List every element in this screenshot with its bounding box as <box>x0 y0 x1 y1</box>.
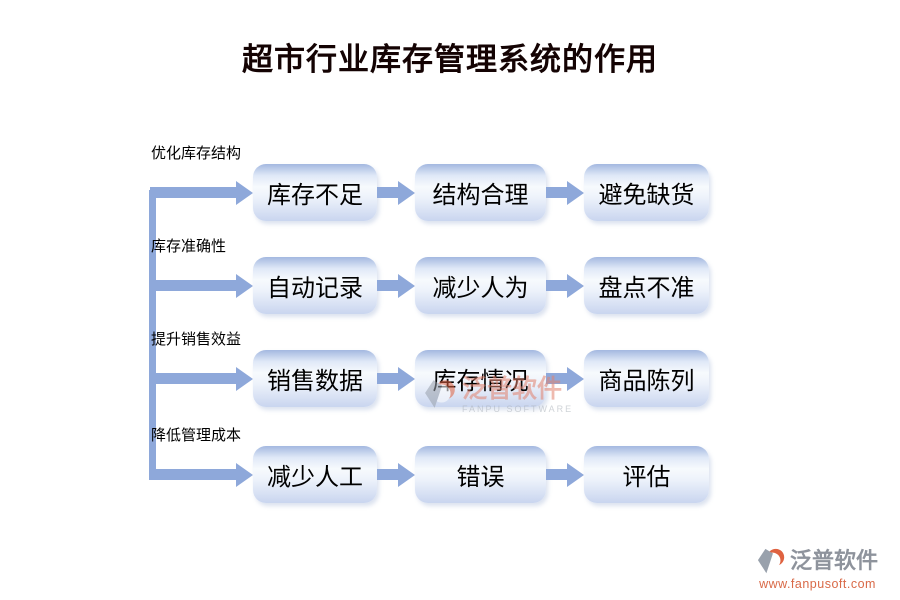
page-title: 超市行业库存管理系统的作用 <box>242 42 658 78</box>
flow-node: 自动记录 <box>253 257 377 314</box>
watermark-subtitle-text: FANPU SOFTWARE <box>462 404 574 414</box>
flow-node: 库存不足 <box>253 164 377 221</box>
arrow-right-icon <box>377 462 415 487</box>
row-label: 优化库存结构 <box>151 145 242 162</box>
footer-brand-name: 泛普软件 <box>790 547 879 573</box>
connector-vertical-line <box>149 190 156 480</box>
flow-node: 盘点不准 <box>584 257 709 314</box>
flow-node: 销售数据 <box>253 350 377 407</box>
flow-node: 减少人工 <box>253 446 377 503</box>
flow-node-label: 库存不足 <box>267 181 363 209</box>
flow-node: 商品陈列 <box>584 350 709 407</box>
arrow-right-icon <box>377 180 415 205</box>
flow-node: 结构合理 <box>415 164 546 221</box>
footer-brand-url: www.fanpusoft.com <box>759 577 876 591</box>
flow-node-label: 自动记录 <box>267 274 363 302</box>
flow-node: 评估 <box>584 446 709 503</box>
flow-node-label: 盘点不准 <box>598 274 695 302</box>
arrow-right-icon <box>150 366 253 391</box>
flow-node-label: 销售数据 <box>267 367 363 395</box>
arrow-right-icon <box>377 366 415 391</box>
footer-brand: 泛普软件 www.fanpusoft.com <box>757 546 878 591</box>
arrow-right-icon <box>546 366 584 391</box>
arrow-right-icon <box>150 462 253 487</box>
flow-node: 错误 <box>415 446 546 503</box>
arrow-right-icon <box>546 180 584 205</box>
arrow-right-icon <box>546 273 584 298</box>
flow-node: 减少人为 <box>415 257 546 314</box>
arrow-right-icon <box>150 180 253 205</box>
flow-node-label: 减少人工 <box>267 463 363 491</box>
flow-row-optimize-structure: 优化库存结构 库存不足 结构合理 避免缺货 <box>150 145 709 221</box>
flow-node-label: 减少人为 <box>432 274 529 302</box>
arrow-right-icon <box>150 273 253 298</box>
arrow-right-icon <box>377 273 415 298</box>
flow-node: 避免缺货 <box>584 164 709 221</box>
watermark-brand-text: 泛普软件 <box>462 375 563 403</box>
row-label: 库存准确性 <box>151 238 227 255</box>
fanpu-logo-icon <box>425 380 455 408</box>
flow-node-label: 评估 <box>622 463 671 491</box>
flow-row-inventory-accuracy: 库存准确性 自动记录 减少人为 盘点不准 <box>150 238 709 314</box>
flow-node-label: 商品陈列 <box>598 367 695 395</box>
flow-node-label: 避免缺货 <box>598 181 695 209</box>
arrow-right-icon <box>546 462 584 487</box>
row-label: 提升销售效益 <box>151 331 242 348</box>
flow-node-label: 错误 <box>456 463 505 491</box>
flow-row-reduce-cost: 降低管理成本 减少人工 错误 评估 <box>150 427 709 503</box>
fanpu-logo-icon <box>757 548 785 574</box>
row-label: 降低管理成本 <box>151 427 242 444</box>
watermark-center: 泛普软件 FANPU SOFTWARE <box>424 377 573 414</box>
flow-node-label: 结构合理 <box>432 181 529 209</box>
